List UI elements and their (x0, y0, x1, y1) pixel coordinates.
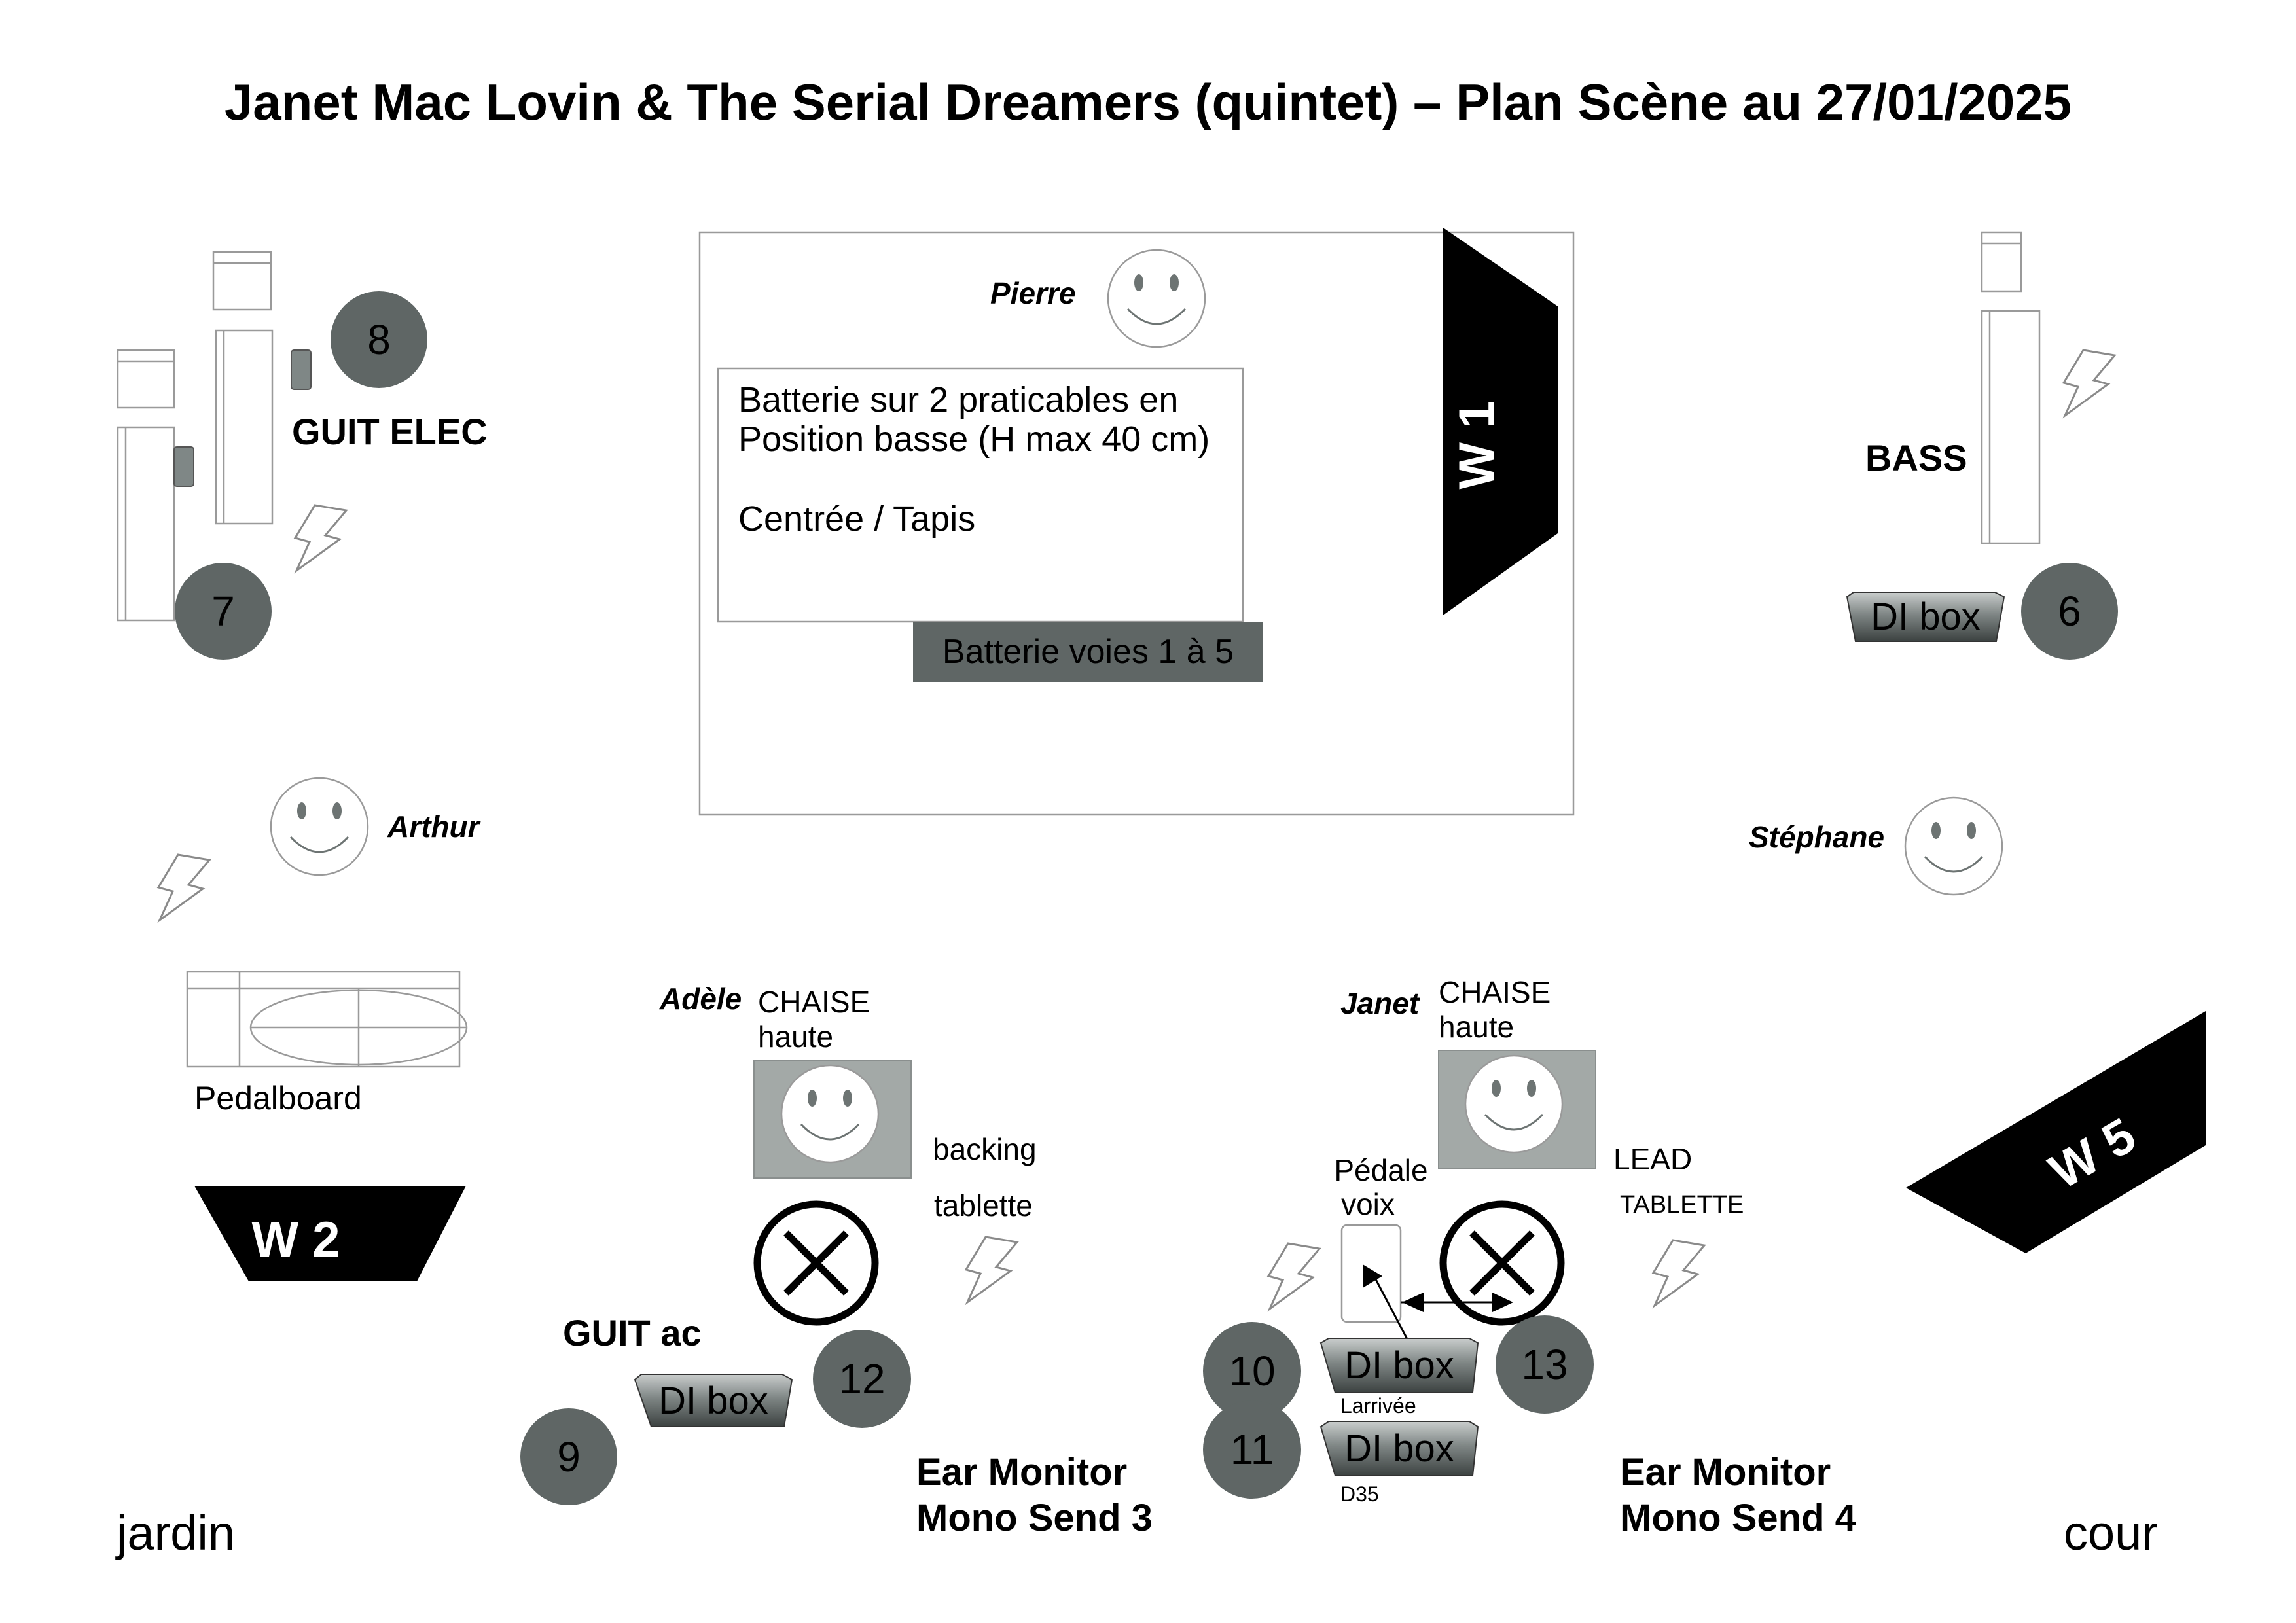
drum-channels-label: Batterie voies 1 à 5 (913, 622, 1263, 682)
di-box-icon (634, 1374, 793, 1427)
musician-name-janet: Janet (1340, 986, 1420, 1020)
power-plug-icon (294, 504, 348, 572)
channel-6-badge: 6 (2021, 563, 2118, 660)
adele-backing-label: backing (933, 1132, 1037, 1166)
janet-chair-label-1: CHAISE (1439, 975, 1551, 1009)
guit-elec-amps (117, 251, 274, 622)
di-box-icon (1319, 1338, 1479, 1393)
wedge-w1-label: W 1 (1449, 401, 1505, 489)
channel-7-badge: 7 (175, 563, 272, 660)
power-plug-icon (1652, 1239, 1706, 1307)
musician-name-stephane: Stéphane (1749, 820, 1885, 854)
di-box-bass-label: DI box (1871, 596, 1981, 638)
channel-13-badge: 13 (1496, 1315, 1594, 1414)
wedge-w2-label: W 2 (251, 1212, 340, 1268)
lead-label: LEAD (1613, 1142, 1693, 1176)
d35-label: D35 (1340, 1482, 1379, 1506)
di-box-larrivee-label: DI box (1344, 1344, 1454, 1387)
adele-chair-label-1: CHAISE (758, 985, 870, 1019)
musician-name-arthur: Arthur (387, 810, 480, 844)
drum-note-line-1: Batterie sur 2 praticables en (738, 380, 1179, 419)
di-box-guit-ac-label: DI box (658, 1379, 768, 1422)
guit-ac-label: GUIT ac (563, 1312, 702, 1353)
power-plug-icon (157, 853, 211, 921)
drum-note-line-2: Position basse (H max 40 cm) (738, 419, 1210, 459)
adele-smiley-icon (780, 1064, 880, 1164)
di-box-d35-label: DI box (1344, 1427, 1454, 1470)
power-plug-icon (1267, 1242, 1321, 1310)
wedge-w5-icon (1906, 1011, 2206, 1253)
side-label-cour: cour (2064, 1506, 2158, 1560)
janet-smiley-icon (1464, 1054, 1564, 1154)
drum-note-box (717, 367, 1244, 623)
pedalboard-label: Pedalboard (194, 1080, 362, 1116)
adele-mic-stand-icon (757, 1204, 875, 1322)
bass-label: BASS (1865, 437, 1967, 478)
guit-elec-label: GUIT ELEC (292, 411, 488, 452)
ear-monitor-send4-line-1: Ear Monitor (1620, 1451, 1831, 1493)
ear-monitor-send3-line-1: Ear Monitor (916, 1451, 1128, 1493)
wedge-w1-icon (1443, 228, 1558, 615)
arthur-smiley-icon (270, 777, 369, 876)
adele-chair-label-2: haute (758, 1020, 834, 1054)
pedalboard-icon (186, 971, 468, 1068)
pedal-small-2 (173, 446, 194, 487)
ear-monitor-send4-line-2: Mono Send 4 (1620, 1497, 1856, 1539)
stephane-smiley-icon (1904, 796, 2003, 896)
pierre-smiley-icon (1107, 249, 1206, 348)
pedal-small-1 (291, 349, 312, 390)
wedge-w2-icon (194, 1186, 466, 1281)
larrivee-label: Larrivée (1340, 1394, 1416, 1418)
power-plug-icon (2062, 349, 2116, 417)
page-title: Janet Mac Lovin & The Serial Dreamers (q… (224, 73, 2072, 131)
di-box-icon (1319, 1421, 1479, 1476)
ear-monitor-send3-line-2: Mono Send 3 (916, 1497, 1153, 1539)
channel-12-badge: 12 (813, 1330, 911, 1428)
voice-pedal-label-1: Pédale (1334, 1153, 1428, 1187)
di-box-icon (1846, 592, 2005, 642)
voice-pedal-label-2: voix (1341, 1187, 1395, 1221)
musician-name-pierre: Pierre (990, 276, 1076, 310)
channel-9-badge: 9 (520, 1408, 617, 1505)
bass-amp (1981, 231, 2041, 544)
janet-chair-label-2: haute (1439, 1010, 1515, 1044)
channel-8-badge: 8 (331, 291, 427, 388)
drum-note-line-3: Centrée / Tapis (738, 499, 976, 539)
musician-name-adele: Adèle (660, 982, 742, 1016)
side-label-jardin: jardin (117, 1506, 235, 1560)
power-plug-icon (965, 1236, 1018, 1304)
channel-11-badge: 11 (1203, 1400, 1301, 1499)
janet-tablette-label: TABLETTE (1620, 1191, 1744, 1219)
adele-tablette-label: tablette (934, 1188, 1033, 1222)
